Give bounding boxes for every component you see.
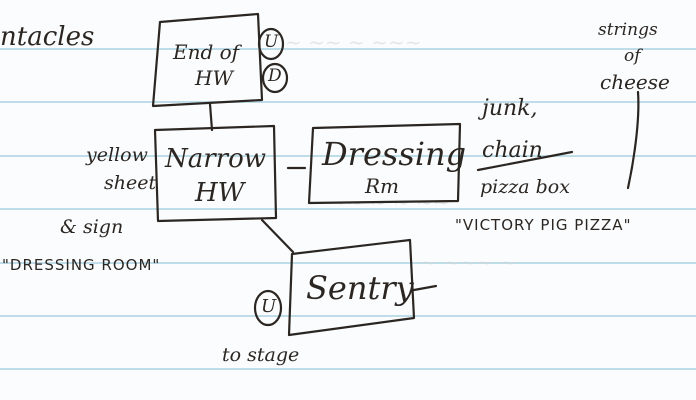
marker-label-sentry: U [261,296,277,317]
marker-circle-down [261,62,289,94]
node-box-dressing-rm [307,122,462,205]
connector-narrow-to-sentry [260,218,295,254]
ruled-line [0,101,696,103]
ruled-line [0,315,696,317]
node-label-narrow-hw-line1: Narrow [165,144,267,174]
marker-circle-sentry [253,289,283,327]
ruled-line [0,368,696,370]
marker-label-up: U [264,32,279,52]
ruled-line [0,155,696,157]
note-cheese: cheese [600,70,670,94]
note-victory-pig-pizza: "VICTORY PIG PIZZA" [455,216,632,234]
node-label-end-of-hw-line2: HW [195,66,233,90]
note-chain: chain [482,138,543,163]
ruled-line [0,208,696,210]
connector-sentry-right [412,284,438,292]
note-yellow: yellow [86,144,148,166]
connector-end-to-narrow [208,102,214,132]
marker-label-down: D [268,66,282,86]
arrow-cheese [626,90,640,190]
note-pizza-box: pizza box [480,176,570,198]
note-to-stage: to stage [222,344,300,366]
node-box-end-of-hw [151,12,264,108]
note-of: of [624,46,641,66]
ruled-line [0,262,696,264]
node-box-narrow-hw [153,124,278,223]
note-sheet: sheet [104,172,157,194]
note-dressing-room-sign: "DRESSING ROOM" [2,256,161,274]
bleed-through-text: ~ ~~~ ~ [420,250,517,274]
node-label-sentry: Sentry [306,269,414,307]
bleed-through-text: ~ ~~ ~ ~~~ [285,30,422,54]
underline-chain [476,150,574,172]
node-label-dressing: Dressing [322,135,467,173]
ruled-line [0,48,696,50]
node-label-narrow-hw-line2: HW [195,178,245,208]
header-fragment: ntacles [0,22,95,52]
node-label-end-of-hw-line1: End of [173,40,240,64]
node-label-rm: Rm [365,174,400,198]
note-and-sign: & sign [60,216,124,238]
node-box-sentry [287,238,416,337]
note-junk: junk, [482,96,538,121]
note-strings: strings [598,20,658,40]
marker-circle-up [257,27,285,61]
